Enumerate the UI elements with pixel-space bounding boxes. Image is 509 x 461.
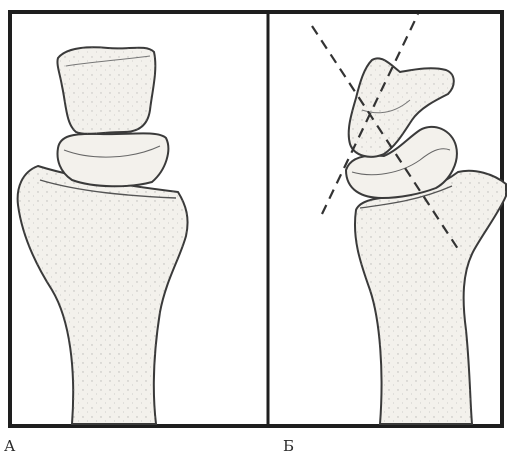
panel-label-a: А [4, 437, 15, 455]
panel-label-b: Б [283, 437, 294, 455]
panel-a-lunate [58, 133, 169, 186]
